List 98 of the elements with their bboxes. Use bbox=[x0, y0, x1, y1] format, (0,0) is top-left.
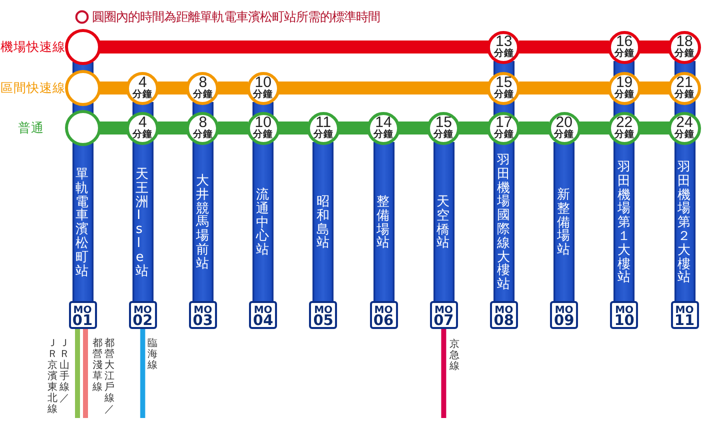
time-unit: 分鐘 bbox=[434, 129, 454, 140]
route-line bbox=[518, 122, 550, 134]
code-badge: MO 06 bbox=[370, 301, 398, 329]
station-name: 昭和島站 bbox=[316, 195, 330, 251]
time-circle bbox=[668, 72, 701, 104]
time-value: 13 bbox=[496, 35, 512, 48]
time-unit: 分鐘 bbox=[313, 129, 334, 140]
time-circle bbox=[668, 30, 701, 64]
station-name: 羽田機場第１大樓站 bbox=[617, 160, 632, 286]
time-circle bbox=[668, 112, 701, 144]
route-line bbox=[218, 82, 248, 94]
code-badge: MO 01 bbox=[68, 301, 96, 329]
station-bar bbox=[370, 142, 398, 329]
time-unit: 分鐘 bbox=[374, 129, 394, 140]
transfer-line bbox=[441, 329, 446, 418]
route-line bbox=[639, 82, 670, 94]
time-unit: 分鐘 bbox=[554, 129, 574, 140]
time-value: 11 bbox=[316, 116, 332, 129]
time-value: 22 bbox=[616, 116, 633, 129]
route-line bbox=[99, 122, 128, 134]
code-badge: MO 05 bbox=[309, 301, 338, 329]
time-unit: 分鐘 bbox=[494, 129, 514, 140]
station-name: 天空橋站 bbox=[436, 195, 451, 251]
code-badge: MO 02 bbox=[128, 301, 157, 329]
time-unit: 分鐘 bbox=[674, 129, 694, 140]
time-value: 20 bbox=[556, 116, 572, 129]
station-name: 流通中心站 bbox=[256, 188, 270, 258]
station-name: 整備場站 bbox=[376, 195, 390, 251]
time-value: 17 bbox=[496, 116, 512, 129]
station-name: 羽田機場第２大樓站 bbox=[678, 160, 692, 286]
time-value: 8 bbox=[198, 116, 208, 129]
time-unit: 分鐘 bbox=[614, 48, 634, 59]
station-circle bbox=[64, 70, 100, 106]
station-circle bbox=[64, 29, 100, 65]
legend-text: 圓圈內的時間為距離單軌電車濱松町站所需的標準時間 bbox=[92, 9, 380, 25]
time-unit: 分鐘 bbox=[494, 89, 514, 100]
transfer-line bbox=[140, 329, 146, 418]
time-value: 19 bbox=[616, 76, 633, 89]
time-value: 8 bbox=[198, 76, 208, 89]
time-unit: 分鐘 bbox=[614, 89, 634, 100]
route-line bbox=[518, 40, 610, 54]
route-line bbox=[278, 82, 489, 94]
code-badge: MO 09 bbox=[550, 301, 578, 329]
time-value: 18 bbox=[676, 35, 693, 48]
time-unit: 分鐘 bbox=[614, 129, 634, 140]
route-line bbox=[99, 82, 128, 94]
time-value: 21 bbox=[676, 76, 693, 89]
time-unit: 分鐘 bbox=[132, 129, 153, 140]
time-unit: 分鐘 bbox=[674, 89, 694, 100]
route-label: 機場快速線 bbox=[0, 39, 66, 55]
code-badge: MO 07 bbox=[430, 301, 458, 329]
route-line bbox=[639, 40, 670, 54]
route-line bbox=[218, 122, 248, 134]
time-unit: 分鐘 bbox=[494, 48, 514, 59]
time-value: 4 bbox=[138, 76, 147, 89]
time-value: 16 bbox=[616, 35, 633, 48]
time-unit: 分鐘 bbox=[192, 89, 213, 100]
time-value: 4 bbox=[138, 116, 147, 129]
transfer-line bbox=[75, 329, 80, 418]
code-badge: MO 08 bbox=[490, 301, 518, 329]
station-name: 新整備場站 bbox=[557, 188, 572, 258]
edge-label: 臨海線 bbox=[147, 338, 159, 371]
route-line bbox=[398, 122, 429, 134]
time-value: 15 bbox=[435, 116, 452, 129]
edge-label: ＪＲ山手線／ＪＲ京濱東北線 bbox=[47, 338, 71, 416]
time-unit: 分鐘 bbox=[132, 89, 153, 100]
time-unit: 分鐘 bbox=[253, 129, 274, 140]
time-value: 14 bbox=[375, 116, 392, 129]
time-value: 10 bbox=[254, 116, 272, 129]
time-unit: 分鐘 bbox=[674, 48, 694, 59]
route-line bbox=[338, 122, 368, 134]
route-line bbox=[99, 40, 489, 54]
station-name: 大井競馬場前站 bbox=[196, 174, 210, 272]
time-unit: 分鐘 bbox=[253, 89, 274, 100]
station-name: 天王洲Isle站 bbox=[136, 168, 150, 278]
edge-label: 京急線 bbox=[449, 339, 461, 372]
time-value: 15 bbox=[496, 76, 512, 89]
time-value: 10 bbox=[254, 76, 272, 89]
route-line bbox=[158, 82, 188, 94]
time-value: 24 bbox=[676, 116, 693, 129]
route-line bbox=[278, 122, 308, 134]
transfer-line bbox=[83, 329, 88, 418]
route-label: 區間快速線 bbox=[0, 80, 66, 96]
route-line bbox=[458, 122, 489, 134]
route-line bbox=[579, 122, 610, 134]
code-badge: MO 10 bbox=[610, 301, 638, 329]
edge-label: 都營大江戶線／都營淺草線 bbox=[92, 338, 116, 416]
route-label: 普通 bbox=[18, 120, 44, 136]
station-circle bbox=[64, 110, 100, 146]
route-line bbox=[639, 122, 670, 134]
code-badge: MO 04 bbox=[249, 301, 278, 329]
route-line bbox=[158, 122, 188, 134]
station-name: 單軌電車濱松町站 bbox=[76, 168, 90, 278]
code-badge: MO 11 bbox=[670, 301, 698, 329]
time-unit: 分鐘 bbox=[192, 129, 213, 140]
station-name: 羽田機場國際線大樓站 bbox=[496, 154, 511, 292]
route-line bbox=[518, 82, 610, 94]
code-badge: MO 03 bbox=[188, 301, 217, 329]
